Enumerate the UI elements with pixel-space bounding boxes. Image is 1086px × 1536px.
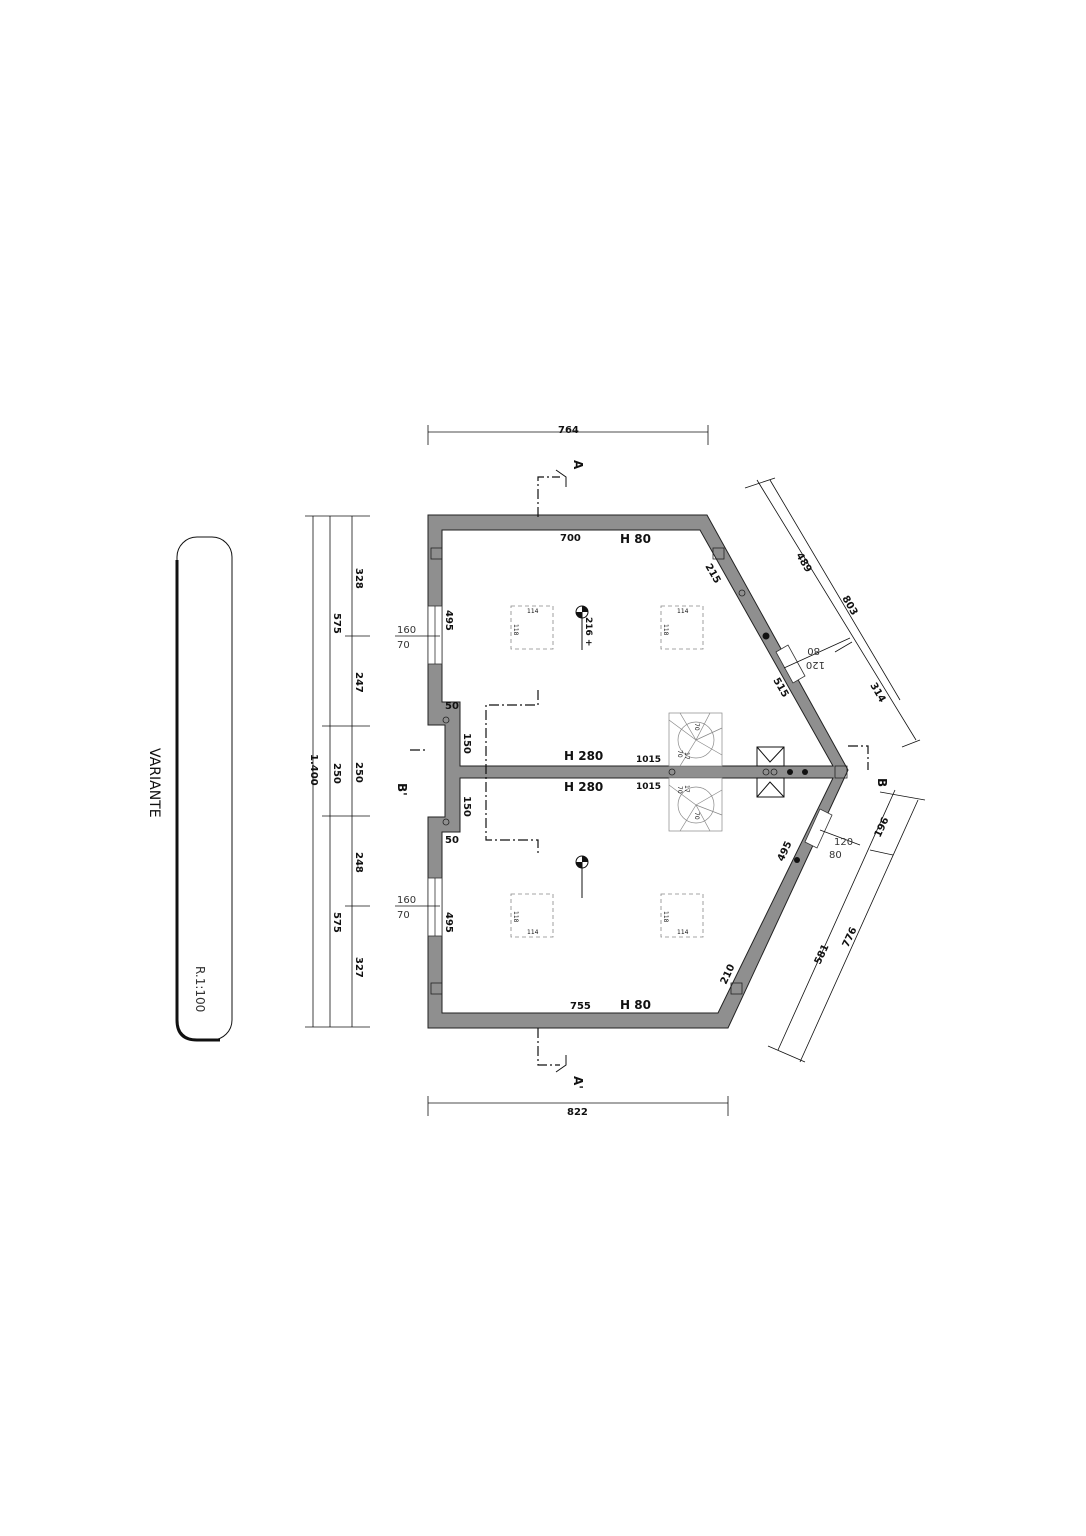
- spiral-stairs: [668, 712, 723, 832]
- outlet-icons: [762, 632, 808, 863]
- recess-dim: 150: [461, 796, 472, 817]
- dim-diag: 776: [841, 926, 860, 950]
- section-a-label: A: [571, 460, 585, 470]
- window-width: 160: [397, 895, 416, 906]
- stair-dim: 70: [676, 750, 683, 758]
- stair-dim: 70: [693, 723, 700, 731]
- window-dim: 495: [443, 912, 454, 933]
- furniture: [510, 605, 704, 938]
- scale-label: R.1:100: [193, 966, 207, 1012]
- wall-bottom-height: H 80: [620, 998, 651, 1012]
- dim-seg: 247: [353, 672, 364, 693]
- window-width: 120: [806, 659, 825, 670]
- stair-dim: 17: [683, 752, 690, 760]
- window-sill: 80: [807, 645, 820, 656]
- mid-wall-length: 1015: [636, 782, 661, 792]
- stair-dim: 70: [676, 786, 683, 794]
- furniture-height: 118: [662, 624, 669, 636]
- title-block: VARIANTE R.1:100: [146, 536, 233, 1042]
- stair-dim: 70: [693, 812, 700, 820]
- recess-dim: 150: [461, 733, 472, 754]
- window-sill: 80: [829, 850, 842, 861]
- dim-diag: 196: [873, 816, 892, 840]
- dimension-lines: [305, 425, 926, 1116]
- diag-dim: 215: [702, 562, 722, 586]
- dim-diag: 803: [839, 594, 859, 618]
- light-label: 216 +: [583, 617, 593, 646]
- furniture-width: 114: [677, 608, 689, 615]
- dim-250: 250: [331, 763, 342, 784]
- dim-left-total: 1.400: [308, 754, 319, 786]
- dim-seg: 248: [353, 852, 364, 873]
- shaft-icon: [756, 746, 785, 798]
- mid-wall-height: H 280: [564, 780, 603, 794]
- section-lines: [410, 469, 869, 1073]
- walls: [427, 514, 849, 1029]
- section-a-prime-label: A': [571, 1076, 585, 1089]
- dim-diag: 581: [813, 943, 832, 967]
- stair-dim: 17: [683, 785, 690, 793]
- window-width: 160: [397, 625, 416, 636]
- furniture-height: 118: [662, 911, 669, 923]
- furniture-width: 114: [527, 929, 539, 936]
- dim-seg: 250: [353, 762, 364, 783]
- windows: [427, 605, 833, 937]
- step-dim: 50: [445, 835, 459, 846]
- wall-top-height: H 80: [620, 532, 651, 546]
- section-b-label: B: [875, 778, 889, 787]
- ceiling-light-icon: [575, 605, 589, 898]
- dim-diag: 489: [793, 551, 813, 575]
- furniture-width: 114: [677, 929, 689, 936]
- step-dim: 50: [445, 701, 459, 712]
- dim-seg: 328: [353, 568, 364, 589]
- wall-top-length: 700: [560, 533, 581, 544]
- window-sill: 70: [397, 640, 410, 651]
- dim-575: 575: [331, 613, 342, 634]
- dim-575: 575: [331, 912, 342, 933]
- dim-diag: 314: [867, 681, 887, 705]
- furniture-height: 118: [512, 624, 519, 636]
- mid-wall-height: H 280: [564, 749, 603, 763]
- mid-wall-length: 1015: [636, 755, 661, 765]
- dim-bottom: 822: [567, 1107, 588, 1118]
- window-sill: 70: [397, 910, 410, 921]
- window-dim: 495: [443, 610, 454, 631]
- dim-seg: 327: [353, 957, 364, 978]
- wall-bottom-length: 755: [570, 1001, 591, 1012]
- section-b-prime-label: B': [395, 783, 409, 796]
- furniture-height: 118: [512, 911, 519, 923]
- pillars: [430, 547, 848, 995]
- furniture-width: 114: [527, 608, 539, 615]
- dim-top: 764: [558, 425, 579, 436]
- window-dim: 495: [776, 840, 795, 864]
- variant-label: VARIANTE: [146, 748, 162, 818]
- window-width: 120: [834, 837, 853, 848]
